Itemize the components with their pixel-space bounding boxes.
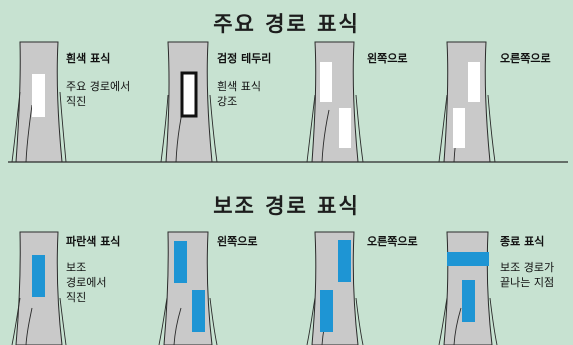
white-mark-left-lower [339,108,351,148]
main-route-title: 주요 경로 표식 [213,12,360,36]
white-mark-right-upper [468,62,480,102]
sign-label-left: 왼쪽으로 [367,52,408,65]
sign-label-aux-left: 왼쪽으로 [217,235,258,248]
blue-mark-right-upper [338,240,351,282]
tree-trunk-7 [306,231,364,345]
white-mark-right-lower [453,108,465,148]
sign-desc-white: 주요 경로에서 직진 [66,80,131,108]
blue-mark-left-upper [174,241,187,283]
sign-label-right: 오른쪽으로 [500,52,551,65]
sign-desc-black-border: 흰색 표식 강조 [217,80,261,108]
aux-route-title: 보조 경로 표식 [213,194,360,218]
tree-trunk-6 [158,231,218,345]
sign-label-end: 종료 표식 [500,235,545,248]
blue-mark-straight [32,255,45,297]
blue-mark-right-lower [320,290,333,332]
sign-label-blue: 파란색 표식 [66,235,121,248]
white-mark-left-upper [320,62,332,102]
blue-mark-end-horizontal [447,252,489,266]
sign-desc-end: 보조 경로가 끝나는 지점 [500,261,555,289]
sign-label-white: 흰색 표식 [66,52,111,65]
sign-label-black-border: 검정 테두리 [217,52,272,65]
tree-trunk-4 [438,41,496,163]
blue-mark-left-lower [192,290,205,332]
white-mark-straight [32,74,45,117]
blue-mark-end-vertical [462,280,475,322]
black-bordered-white-mark [180,71,198,118]
tree-trunk-3 [306,41,364,163]
sign-desc-blue: 보조 경로에서 직진 [66,261,107,304]
sign-label-aux-right: 오른쪽으로 [367,235,418,248]
